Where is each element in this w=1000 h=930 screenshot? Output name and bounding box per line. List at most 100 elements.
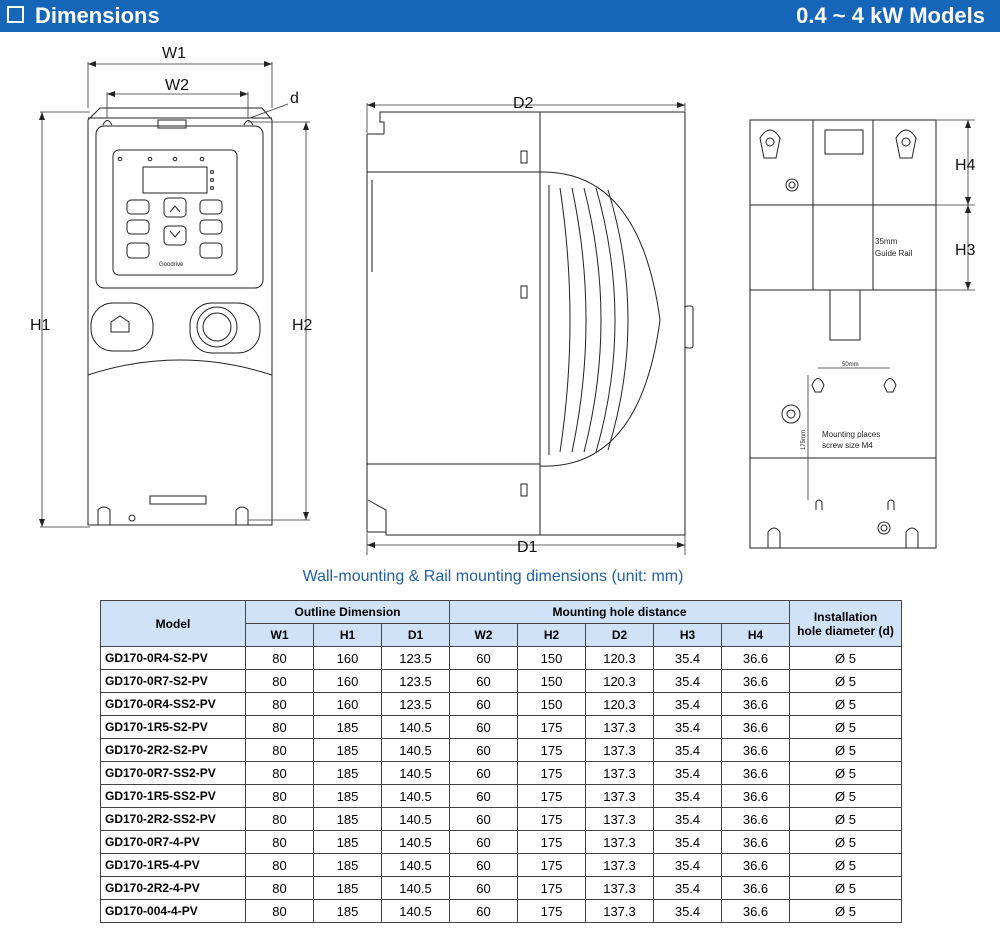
value-cell: 80 — [245, 669, 314, 693]
front-view — [87, 107, 273, 526]
value-cell: 185 — [313, 761, 382, 785]
model-header: Model — [100, 600, 246, 647]
value-cell: 36.6 — [721, 715, 790, 739]
value-cell: 36.6 — [721, 692, 790, 716]
value-cell: 80 — [245, 692, 314, 716]
value-cell: 35.4 — [653, 646, 722, 670]
value-cell: 36.6 — [721, 853, 790, 877]
value-cell: 36.6 — [721, 738, 790, 762]
brand-label: Goodrive — [159, 262, 184, 268]
value-cell: 120.3 — [585, 692, 654, 716]
value-cell: 35.4 — [653, 807, 722, 831]
value-cell: 120.3 — [585, 669, 654, 693]
value-cell: 60 — [449, 784, 518, 808]
value-cell: 60 — [449, 715, 518, 739]
value-cell: 140.5 — [381, 853, 450, 877]
value-cell: 35.4 — [653, 830, 722, 854]
value-cell: 36.6 — [721, 830, 790, 854]
model-cell: GD170-0R4-S2-PV — [100, 646, 246, 670]
value-cell: 60 — [449, 830, 518, 854]
value-cell: 80 — [245, 738, 314, 762]
model-cell: GD170-1R5-SS2-PV — [100, 784, 246, 808]
value-cell: 185 — [313, 807, 382, 831]
value-cell: 137.3 — [585, 876, 654, 900]
model-cell: GD170-1R5-4-PV — [100, 853, 246, 877]
outline-dimension-header: Outline Dimension — [245, 600, 450, 624]
value-cell: 123.5 — [381, 692, 450, 716]
value-cell: 35.4 — [653, 692, 722, 716]
value-cell: Ø 5 — [789, 876, 902, 900]
value-cell: 140.5 — [381, 761, 450, 785]
value-cell: 137.3 — [585, 899, 654, 923]
value-cell: 185 — [313, 853, 382, 877]
model-cell: GD170-2R2-SS2-PV — [100, 807, 246, 831]
model-cell: GD170-2R2-S2-PV — [100, 738, 246, 762]
value-cell: 175 — [517, 899, 586, 923]
label-w2: W2 — [165, 77, 189, 94]
value-cell: Ø 5 — [789, 853, 902, 877]
value-cell: 80 — [245, 830, 314, 854]
label-d: d — [290, 90, 299, 107]
value-cell: Ø 5 — [789, 761, 902, 785]
value-cell: 35.4 — [653, 876, 722, 900]
value-cell: Ø 5 — [789, 669, 902, 693]
value-cell: 80 — [245, 784, 314, 808]
value-cell: 36.6 — [721, 669, 790, 693]
value-cell: 36.6 — [721, 761, 790, 785]
label-d2: D2 — [513, 95, 534, 112]
value-cell: Ø 5 — [789, 715, 902, 739]
value-cell: 140.5 — [381, 807, 450, 831]
model-cell: GD170-0R4-SS2-PV — [100, 692, 246, 716]
value-cell: 137.3 — [585, 761, 654, 785]
value-cell: 175 — [517, 738, 586, 762]
value-cell: 140.5 — [381, 830, 450, 854]
back-view — [749, 119, 937, 549]
value-cell: 36.6 — [721, 876, 790, 900]
table-caption: Wall-mounting & Rail mounting dimensions… — [302, 568, 684, 585]
value-cell: 60 — [449, 807, 518, 831]
value-cell: 60 — [449, 761, 518, 785]
value-cell: 60 — [449, 876, 518, 900]
value-cell: 175 — [517, 784, 586, 808]
col-w2: W2 — [449, 623, 518, 647]
model-cell: GD170-2R2-4-PV — [100, 876, 246, 900]
model-cell: GD170-1R5-S2-PV — [100, 715, 246, 739]
checkbox-square-icon — [7, 6, 24, 23]
col-h3: H3 — [653, 623, 722, 647]
side-view — [366, 111, 694, 536]
value-cell: Ø 5 — [789, 830, 902, 854]
value-cell: 80 — [245, 646, 314, 670]
model-range-title: 0.4 ~ 4 kW Models — [796, 3, 985, 28]
col-d1: D1 — [381, 623, 450, 647]
value-cell: 185 — [313, 876, 382, 900]
value-cell: 185 — [313, 715, 382, 739]
value-cell: 80 — [245, 899, 314, 923]
value-cell: 137.3 — [585, 715, 654, 739]
value-cell: 35.4 — [653, 853, 722, 877]
value-cell: 36.6 — [721, 646, 790, 670]
spacing-label: 50mm — [842, 362, 859, 368]
model-cell: GD170-0R7-SS2-PV — [100, 761, 246, 785]
value-cell: 185 — [313, 899, 382, 923]
col-h1: H1 — [313, 623, 382, 647]
value-cell: 150 — [517, 692, 586, 716]
label-h1: H1 — [30, 317, 51, 334]
value-cell: Ø 5 — [789, 807, 902, 831]
model-cell: GD170-0R7-S2-PV — [100, 669, 246, 693]
value-cell: 160 — [313, 692, 382, 716]
value-cell: 140.5 — [381, 715, 450, 739]
value-cell: 137.3 — [585, 807, 654, 831]
value-cell: Ø 5 — [789, 899, 902, 923]
dimension-drawing: W1 W2 d H1 H2 D2 D1 H4 H3 35mm Guide Rai… — [30, 45, 976, 556]
label-h4: H4 — [955, 157, 976, 174]
value-cell: 35.4 — [653, 761, 722, 785]
model-cell: GD170-0R7-4-PV — [100, 830, 246, 854]
value-cell: 120.3 — [585, 646, 654, 670]
value-cell: 137.3 — [585, 738, 654, 762]
value-cell: 175 — [517, 715, 586, 739]
